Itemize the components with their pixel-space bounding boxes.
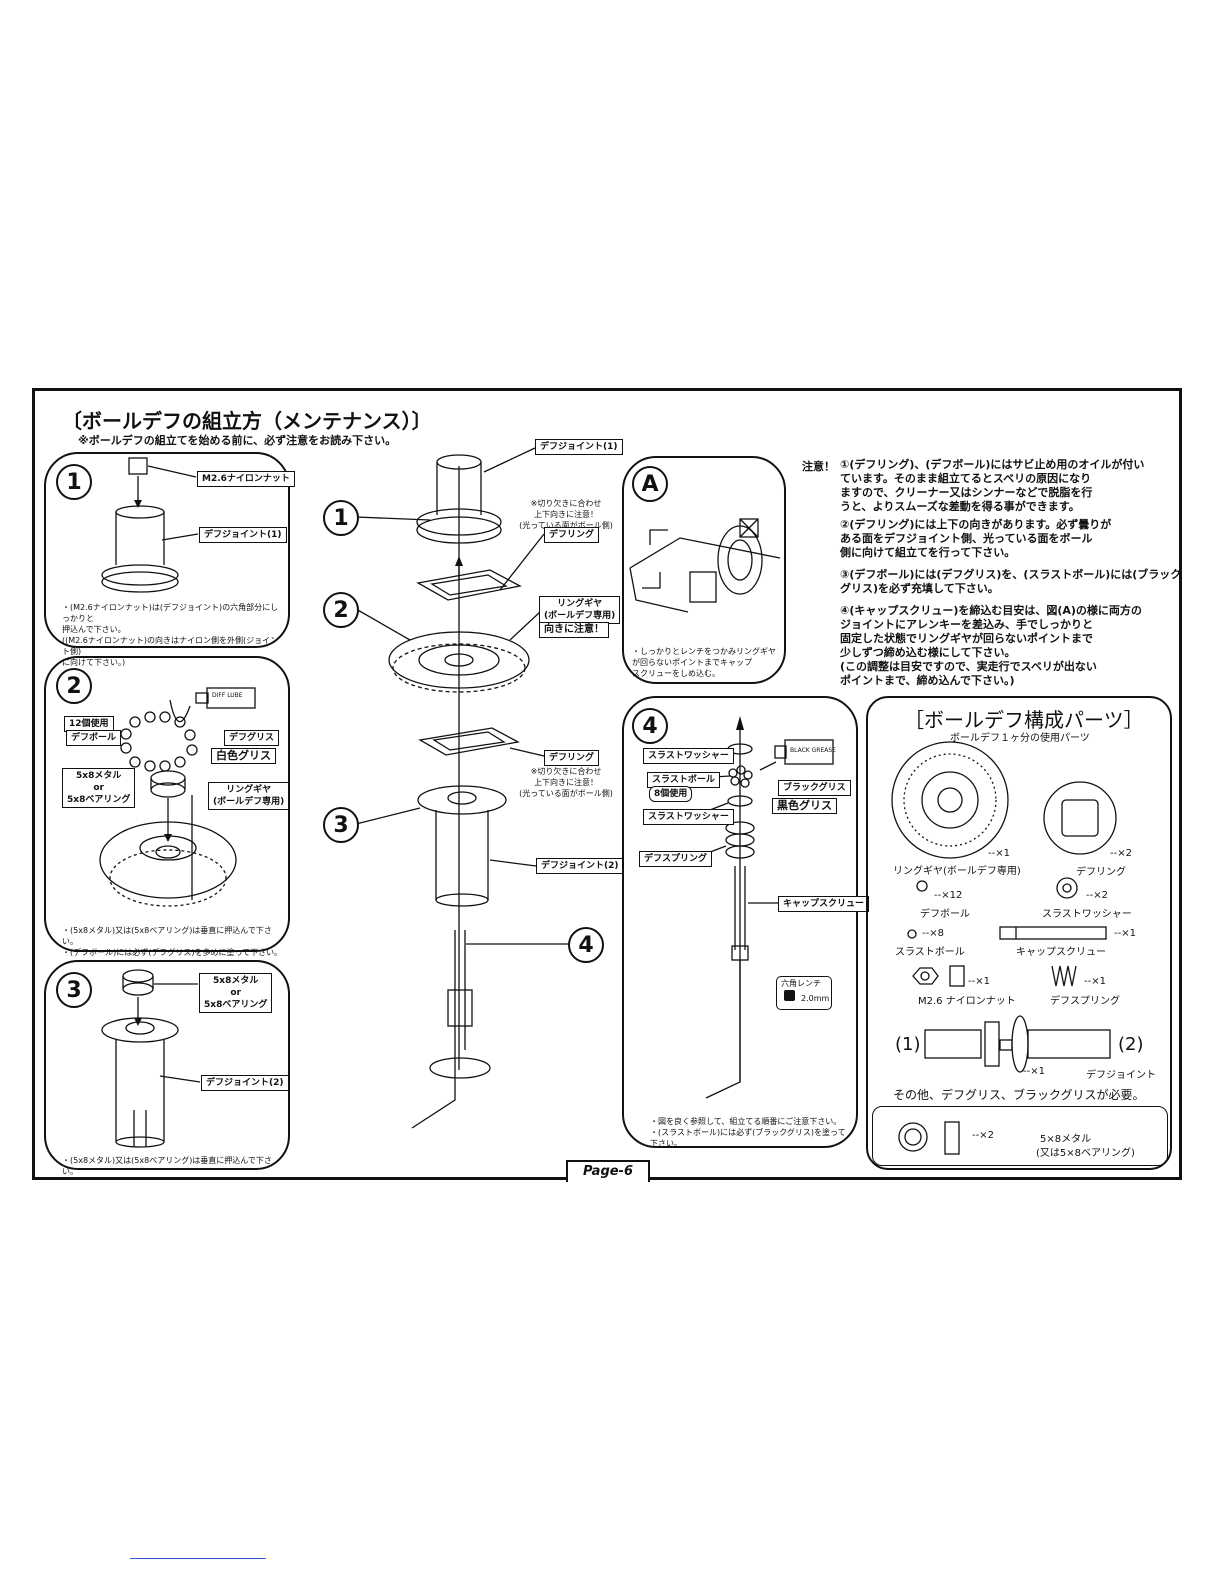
step2-note: ・(5x8メタル)又は(5x8ベアリング)は垂直に押込んで下さい。 ・(デフボー…: [62, 926, 283, 957]
step3-number: 3: [56, 972, 92, 1008]
hex-icon: [784, 990, 795, 1001]
tag-thrust-washer-2: スラストワッシャー: [643, 809, 734, 825]
center-number-2: 2: [323, 592, 359, 628]
tag-direction-caution: 向きに注意！: [539, 622, 609, 638]
step1-note: ・(M2.6ナイロンナット)は(デフジョイント)の六角部分にしっかりと 押込んで…: [62, 603, 279, 667]
caution-item-1: ①(デフリング)、(デフボール)にはサビ止め用のオイルが付い ています。そのまま…: [840, 458, 1145, 513]
caution-head: 注意！: [802, 460, 835, 473]
step1-panel: [44, 452, 290, 648]
notch-note-top: ※切り欠きに合わせ 上下向きに注意！ (光っている面がボール側): [519, 499, 613, 530]
parts-panel: [866, 696, 1172, 1170]
caution-item-4: ④(キャップスクリュー)を締込む目安は、図(A)の様に両方の ジョイントにアレン…: [840, 604, 1142, 687]
stepA-panel: [622, 456, 786, 684]
tag-ring-gear: リングギヤ (ボールデフ専用): [208, 782, 290, 810]
tag-diff-spring: デフスプリング: [639, 851, 713, 867]
part-thrust-ball-name: スラストボール: [895, 947, 965, 958]
center-number-1: 1: [323, 500, 359, 536]
tag-center-joint-1: デフジョイント(1): [535, 439, 623, 455]
step2-number: 2: [56, 668, 92, 704]
tag-diff-ball: デフボール: [66, 730, 122, 746]
center-number-3: 3: [323, 807, 359, 843]
tag-white-grease: 白色グリス: [211, 748, 276, 764]
tag-center-ring-top: デフリング: [544, 527, 600, 543]
step4-number: 4: [632, 708, 668, 744]
part-nylon-nut-name: M2.6 ナイロンナット: [918, 996, 1016, 1007]
tag-8-pieces: 8個使用: [649, 786, 693, 802]
part-metal-name: 5×8メタル: [1040, 1134, 1092, 1145]
part-diff-ball-name: デフボール: [920, 909, 970, 920]
page-title: 〔ボールデフの組立方（メンテナンス）〕: [62, 409, 432, 433]
hex-wrench-label: 六角レンチ: [781, 979, 821, 988]
stepA-note: ・しっかりとレンチをつかみリングギヤ が回らないポイントまでキャップ スクリュー…: [632, 647, 776, 678]
hex-wrench-box: [776, 976, 832, 1010]
step1-number: 1: [56, 464, 92, 500]
page-number-label: Page-6: [566, 1160, 650, 1182]
part-thrust-washer-qty: --×2: [1086, 890, 1108, 901]
caution-item-3: ③(デフボール)には(デフグリス)を、(スラストボール)には(ブラック グリス)…: [840, 568, 1182, 595]
caution-item-2: ②(デフリング)には上下の向きがあります。必ず曇りが ある面をデフジョイント側、…: [840, 518, 1112, 559]
tag-cap-screw: キャップスクリュー: [778, 896, 870, 912]
part-metal-qty: --×2: [972, 1130, 994, 1141]
tag-black-grease: ブラックグリス: [778, 780, 851, 796]
tag-5x8-metal-3: 5x8メタル or 5x8ベアリング: [199, 973, 273, 1013]
part-nylon-nut-qty: --×1: [968, 976, 990, 987]
tag-5x8-metal: 5x8メタル or 5x8ベアリング: [62, 768, 136, 808]
part-diff-spring-qty: --×1: [1084, 976, 1106, 987]
footnote-rule: [130, 1558, 266, 1559]
tag-thrust-washer-1: スラストワッシャー: [643, 748, 734, 764]
part-metal-alt: (又は5×8ベアリング): [1036, 1148, 1135, 1159]
part-thrust-ball-qty: --×8: [922, 928, 944, 939]
tag-diff-joint-1: デフジョイント(1): [199, 527, 287, 543]
tag-diff-grease: デフグリス: [224, 730, 280, 746]
tag-center-joint-2: デフジョイント(2): [536, 858, 624, 874]
part-thrust-washer-name: スラストワッシャー: [1042, 909, 1132, 920]
part-diff-ball-qty: --×12: [934, 890, 963, 901]
tag-center-ring-gear: リングギヤ (ボールデフ専用): [539, 596, 621, 624]
parts-title: ［ボールデフ構成パーツ］: [904, 708, 1144, 732]
part-ring-gear-qty: --×1: [988, 848, 1010, 859]
page-subtitle: ※ボールデフの組立てを始める前に、必ず注意をお読み下さい。: [78, 434, 397, 447]
part-diff-ring-name: デフリング: [1076, 867, 1126, 878]
tag-black-grease-jp: 黒色グリス: [772, 798, 837, 814]
tag-diff-joint-2: デフジョイント(2): [201, 1075, 289, 1091]
notch-note-bottom: ※切り欠きに合わせ 上下向きに注意！ (光っている面がボール側): [519, 767, 613, 798]
parts-divider: [872, 1106, 1168, 1166]
part-diff-joint-name: デフジョイント: [1086, 1070, 1156, 1081]
parts-subtitle: ボールデフ１ヶ分の使用パーツ: [950, 733, 1090, 744]
part-diff-ring-qty: --×2: [1110, 848, 1132, 859]
tag-nylon-nut: M2.6ナイロンナット: [197, 471, 295, 487]
step4-panel: [622, 696, 858, 1148]
hex-wrench-size: 2.0mm: [801, 994, 830, 1003]
step4-note: ・図を良く参照して、組立てる順番にご注意下さい。 ・(スラストボール)には必ず(…: [650, 1117, 846, 1148]
stepA-letter: A: [632, 466, 668, 502]
part-ring-gear-name: リングギヤ(ボールデフ専用): [893, 866, 1021, 877]
joint-right-label: (2): [1118, 1034, 1144, 1055]
part-diff-spring-name: デフスプリング: [1050, 996, 1120, 1007]
part-cap-screw-qty: --×1: [1114, 928, 1136, 939]
parts-other-note: その他、デフグリス、ブラックグリスが必要。: [893, 1088, 1145, 1102]
grease-tube-label: DIFF LUBE: [212, 692, 243, 699]
black-grease-tube-label: BLACK GREASE: [790, 747, 836, 754]
step3-note: ・(5x8メタル)又は(5x8ベアリング)は垂直に押込んで下さい。: [62, 1156, 272, 1176]
center-number-4: 4: [568, 927, 604, 963]
step3-panel: [44, 960, 290, 1170]
tag-center-ring-bottom: デフリング: [544, 750, 600, 766]
joint-left-label: (1): [895, 1034, 921, 1055]
part-diff-joint-qty: --×1: [1023, 1066, 1045, 1077]
part-cap-screw-name: キャップスクリュー: [1016, 947, 1106, 958]
